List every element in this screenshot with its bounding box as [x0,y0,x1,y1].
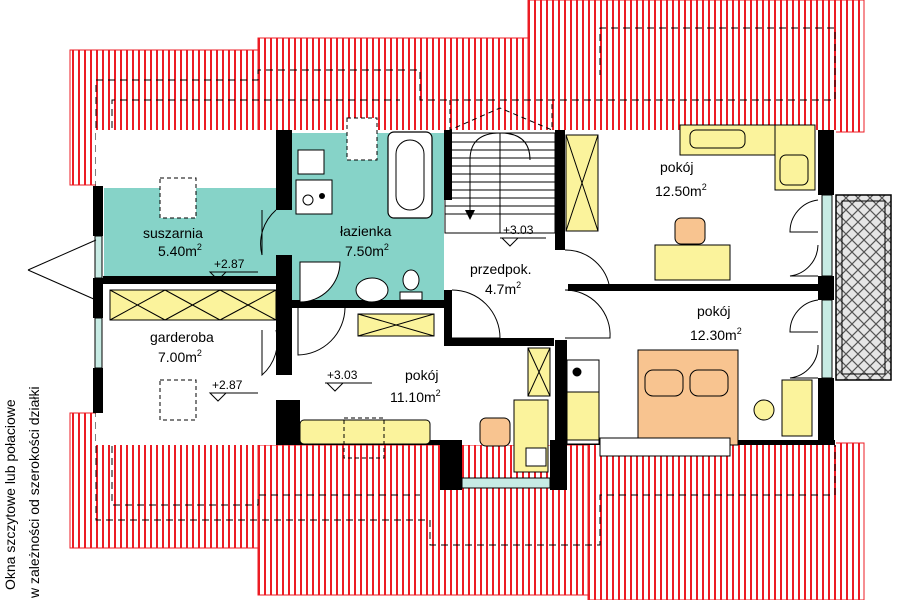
level-marker-garderoba: +2.87 [208,378,258,402]
room-suszarnia-name: suszarnia [143,225,203,241]
level-marker-stairs: +3.03 [500,223,546,247]
doors [260,199,819,379]
furniture [109,124,816,473]
room-labels: suszarnia 5.40m2 łazienka 7.50m2 przedpo… [143,159,742,405]
window-bottom-center [461,477,551,489]
level-stairs: +3.03 [503,223,534,237]
boiler [295,179,333,215]
level-markers: +2.87 +2.87 +3.03 +3.03 [208,223,546,402]
window-right-bottom [821,299,833,379]
room-lazienka-area: 7.50m2 [345,242,389,259]
room-pokoj-center-name: pokój [405,367,438,383]
roof-dashed-outline-bottom2 [111,410,420,506]
room-garderoba-area: 7.00m2 [158,348,202,365]
window-left-bottom [94,317,103,369]
side-note-line-1: Okna szczytowe lub połaciowe [2,399,18,590]
level-garderoba: +2.87 [212,378,243,392]
tv-cabinet [343,417,385,459]
window-left-top [94,235,103,279]
room-pokoj-top-right-area: 12.50m2 [655,182,707,199]
washer [297,149,325,175]
bed [637,349,739,446]
room-pokoj-center-area: 11.10m2 [390,388,441,405]
room-pokoj-right-area: 12.30m2 [690,326,742,343]
roof-dashed-outline-top [95,27,836,188]
room-przedpok-area: 4.7m2 [485,280,521,297]
roof-bottom-right [587,442,865,600]
balcony-inner [841,200,886,375]
level-marker-pokoj: +3.03 [325,368,372,392]
window-right-top [821,194,833,277]
balcony-lattice [835,194,892,381]
toilet [402,269,420,291]
room-garderoba-name: garderoba [150,329,214,345]
room-pokoj-right-name: pokój [697,303,730,319]
dryer-rack [159,177,197,219]
side-note-line-2: w zależności od szerokości działki [26,386,42,598]
roof-dashed-outline-bottom [95,410,836,546]
room-suszarnia-area: 5.40m2 [158,242,202,259]
sofa-center [299,419,431,445]
room-przedpok-name: przedpok. [470,261,531,277]
balcony [835,194,892,381]
level-pokoj-center: +3.03 [327,368,358,382]
cabinet-lazienka [346,117,378,161]
nightstand [781,379,813,437]
bathroom-fixtures [159,117,433,303]
windows [94,194,833,489]
level-marker-suszarnia: +2.87 [208,257,258,281]
shower [299,261,341,303]
side-note-pointers [27,239,97,301]
room-lazienka-name: łazienka [340,223,392,239]
sink [355,277,389,303]
level-suszarnia: +2.87 [214,257,245,271]
roof-top-middle [257,37,564,134]
desk-top-right [654,244,731,281]
cabinet-garderoba [159,379,197,421]
room-pokoj-top-right-name: pokój [660,159,693,175]
tv-bench-right [599,437,731,457]
roof-top-right [527,0,865,133]
